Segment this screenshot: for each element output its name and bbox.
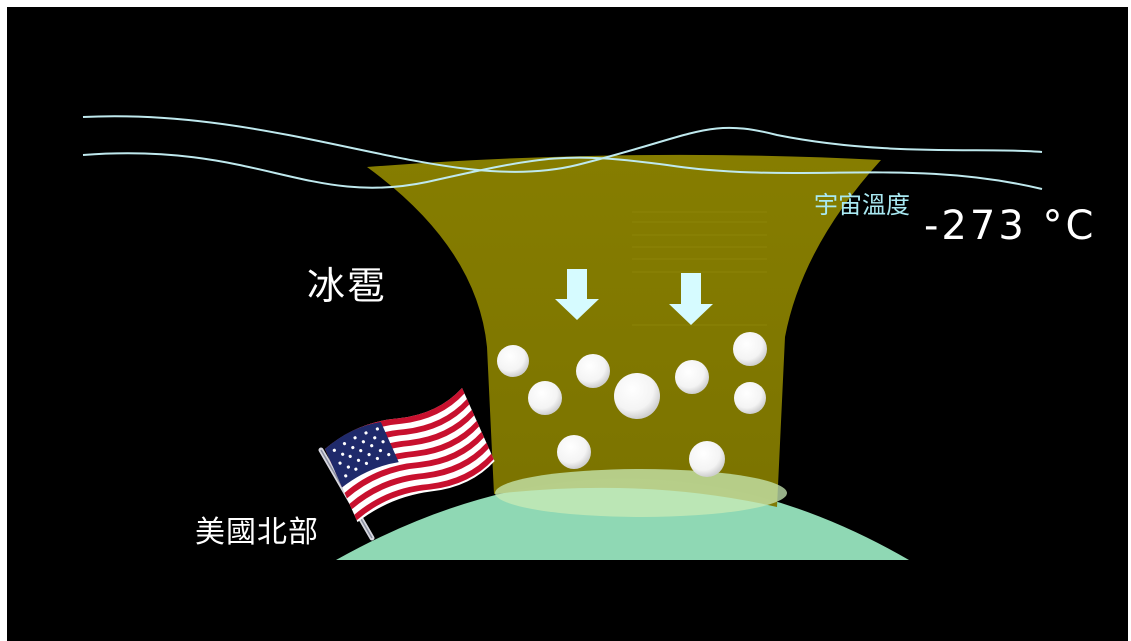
arrow-down-icon: [669, 273, 713, 325]
hailstone-icon: [576, 354, 610, 388]
space-temperature-value: -273 °C: [924, 203, 1097, 249]
hailstone-icon: [689, 441, 725, 477]
hail-formation-diagram: [82, 115, 1043, 560]
updraft-funnel: [367, 154, 881, 507]
air-stream-line-lower: [82, 152, 1043, 190]
hailstone-icon: [734, 382, 766, 414]
arrow-down-icon: [555, 269, 599, 320]
space-temperature-label: 宇宙溫度: [814, 191, 910, 219]
hailstone-icon: [675, 360, 709, 394]
hailstone-icon: [557, 435, 591, 469]
hailstones: [497, 332, 767, 477]
hailstone-icon: [733, 332, 767, 366]
hailstone-icon: [497, 345, 529, 377]
hail-label: 冰雹: [307, 264, 388, 308]
funnel-texture: [632, 211, 767, 326]
air-stream-line-upper: [82, 115, 1043, 173]
diagram-canvas: 冰雹 美國北部 宇宙溫度 -273 °C: [7, 7, 1128, 641]
hailstone-icon: [528, 381, 562, 415]
funnel-base: [495, 469, 787, 517]
region-label: 美國北部: [195, 515, 319, 550]
hailstone-icon: [614, 373, 660, 419]
usa-flag-icon: [318, 387, 495, 541]
